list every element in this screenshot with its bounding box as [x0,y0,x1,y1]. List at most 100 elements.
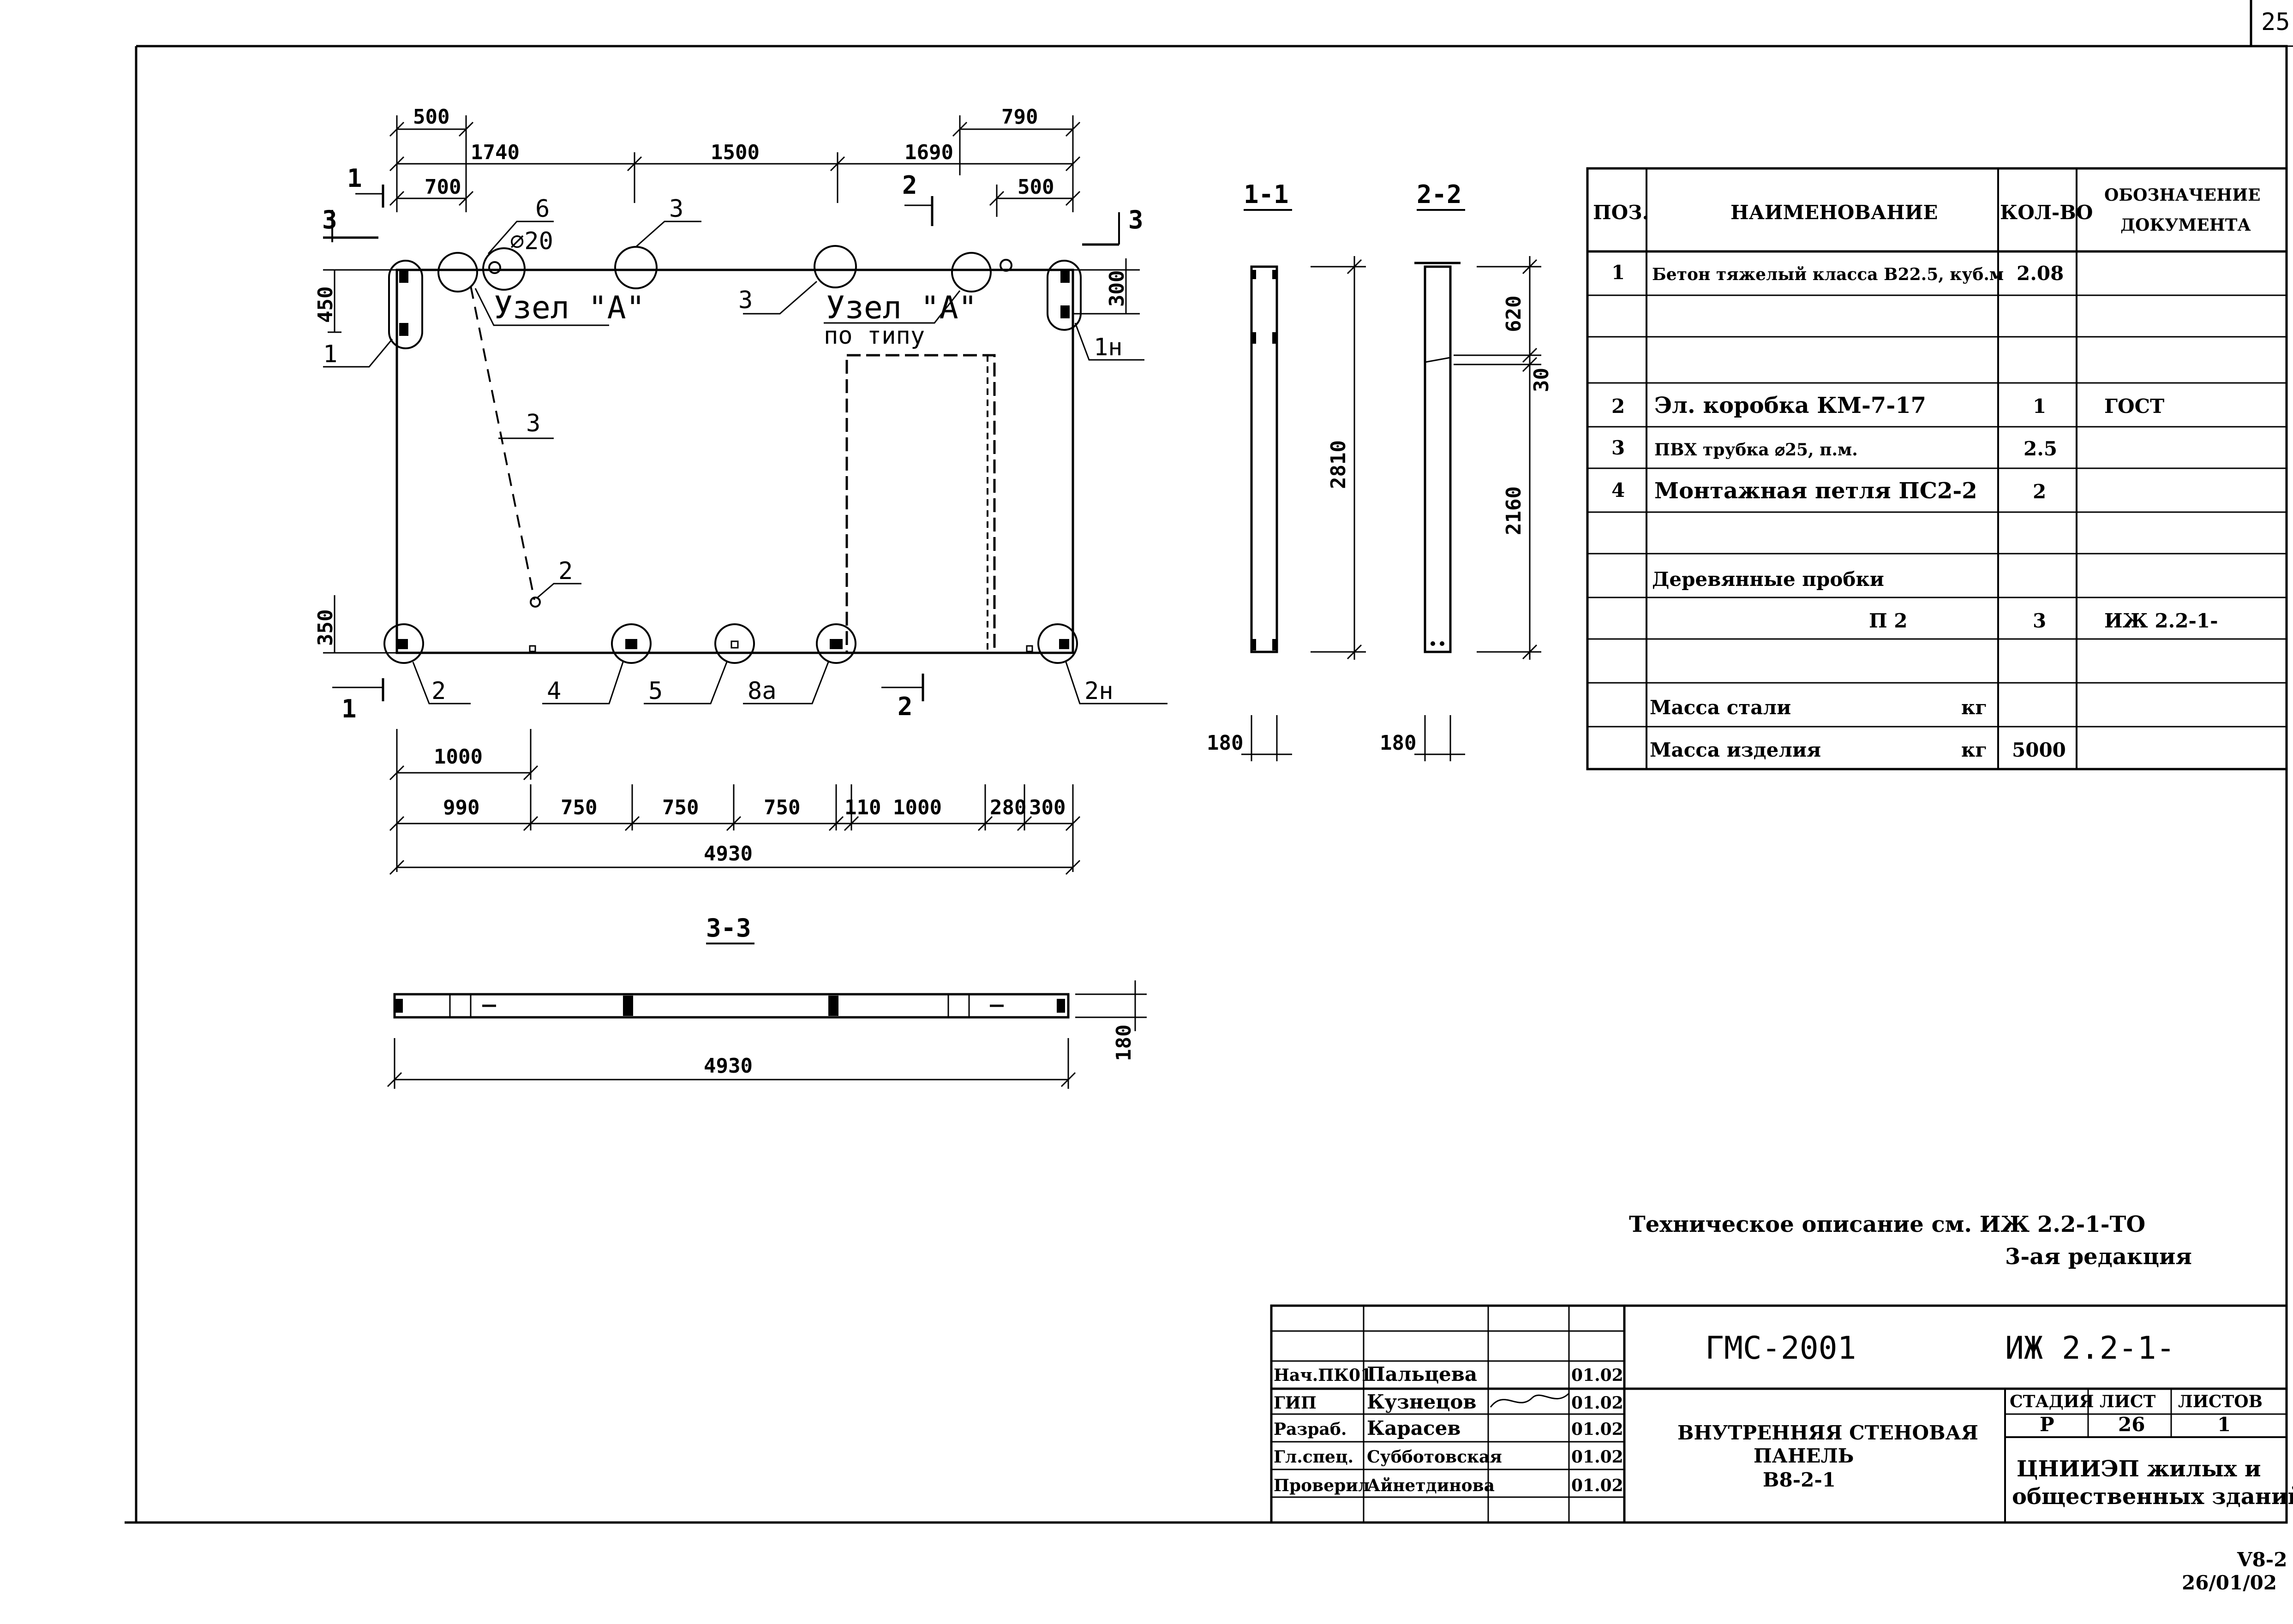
bottom-chain-ticks [389,784,1081,872]
spec-cell-unit: кг [1961,696,1987,719]
spec-cell-qty: 2.5 [2024,437,2057,460]
spec-row: Деревянные пробки [1652,568,1884,591]
section-2-2-thickness: 180 [1380,731,1416,755]
staff-name: Субботовская [1367,1447,1502,1467]
spec-row: Масса изделия кг 5000 [1650,739,2066,761]
section-3-3-thickness: 180 [1112,1025,1136,1061]
section-1-1-thickness: 180 [1207,731,1243,755]
title-line-3: В8-2-1 [1763,1469,1836,1491]
callout-2-bottom: 2 [431,677,446,705]
callout-3-mid: 3 [738,287,753,314]
sheets-header: ЛИСТОВ [2178,1392,2263,1411]
spec-row: 4 Монтажная петля ПС2-2 2 [1611,478,2046,504]
spec-cell-name: П 2 [1869,609,1908,632]
spec-header-doc: ОБОЗНАЧЕНИЕ [2104,185,2261,205]
section-mark-3-right: 3 [1128,205,1144,234]
project-code: ГМС-2001 [1705,1330,1856,1367]
section-mark-2-top: 2 [902,171,917,200]
dim-300-right: 300 [1105,270,1129,307]
spec-cell-name: Деревянные пробки [1652,568,1884,591]
chain-750-c: 750 [764,796,800,819]
callout-1: 1 [323,340,337,368]
dim-500-left: 500 [413,105,449,129]
spec-cell-qty: 2 [2033,480,2046,503]
spec-cell-name: Бетон тяжелый класса В22.5, куб.м [1652,265,2004,284]
staff-role: Нач.ПК01 [1274,1366,1372,1385]
spec-cell-qty: 1 [2033,395,2046,418]
staff-row: ГИП Кузнецов 01.02 [1274,1391,1623,1413]
dim-total-4930: 4930 [704,842,753,866]
section-mark-2-bottom: 2 [898,692,913,721]
spec-cell-name: ПВХ трубка ⌀25, п.м. [1654,440,1858,460]
callout-1n: 1н [1094,334,1123,361]
staff-date: 01.02 [1571,1420,1623,1439]
spec-header-doc-2: ДОКУМЕНТА [2120,215,2251,235]
staff-date: 01.02 [1571,1447,1623,1467]
stamp-line-1: V8-2 [2237,1548,2287,1571]
spec-cell-pos: 2 [1611,395,1625,418]
staff-row: Гл.спец. Субботовская 01.02 [1274,1447,1623,1467]
dim-790: 790 [1001,105,1038,129]
title-block: ГМС-2001 ИЖ 2.2-1- ВНУТРЕННЯЯ СТЕНОВАЯ П… [1270,1304,2293,1524]
dim-350: 350 [314,609,337,646]
spec-cell-pos: 3 [1611,436,1625,459]
spec-table: ПОЗ. НАИМЕНОВАНИЕ КОЛ-ВО ОБОЗНАЧЕНИЕ ДОК… [1586,167,2288,770]
signature [1490,1392,1570,1408]
chain-1000: 1000 [893,796,942,819]
panel-elevation: 500 790 1740 1500 1690 700 500 450 350 3… [314,105,1167,875]
section-2-2-d620: 620 [1502,296,1526,332]
section-mark-1-bottom: 1 [341,694,357,723]
section-views: 1-1 2-2 2810 180 [1207,180,1553,761]
chain-300: 300 [1029,796,1066,819]
staff-date: 01.02 [1571,1393,1623,1413]
chain-280: 280 [990,796,1026,819]
staff-row: Проверил Айнетдинова 01.02 [1274,1476,1623,1495]
spec-header-pos: ПОЗ. [1593,201,1649,224]
sheet-value: 26 [2118,1413,2145,1436]
title-line-1: ВНУТРЕННЯЯ СТЕНОВАЯ [1677,1421,1978,1444]
dim-1000-top: 1000 [434,745,483,769]
door-opening [845,354,996,654]
spec-cell-doc: ГОСТ [2104,395,2164,418]
staff-row: Нач.ПК01 Пальцева 01.02 [1274,1363,1623,1385]
spec-cell-qty: 5000 [2012,739,2066,761]
staff-date: 01.02 [1571,1366,1623,1385]
staff-row: Разраб. Карасев 01.02 [1274,1417,1623,1439]
title-line-2: ПАНЕЛЬ [1754,1445,1854,1467]
spec-cell-unit: кг [1961,739,1987,761]
section-3-3: 3-3 180 4930 [387,914,1147,1089]
sheet-header: ЛИСТ [2100,1392,2156,1411]
section-2-2-title: 2-2 [1417,180,1462,209]
callout-3-conduit: 3 [526,410,540,437]
staff-date: 01.02 [1571,1476,1623,1495]
section-2-2-d30: 30 [1530,368,1553,392]
panel-outline [395,269,1074,654]
section-3-3-title: 3-3 [706,914,751,943]
spec-row: Масса стали кг [1650,696,1987,719]
dim-1690: 1690 [904,141,953,164]
spec-cell-pos: 4 [1611,479,1625,502]
callout-uzel-a-2: Узел "А" [826,290,977,326]
spec-cell-qty: 3 [2033,609,2046,632]
section-mark-3-left: 3 [322,205,337,234]
section-3-3-length: 4930 [704,1054,753,1078]
callout-2-box: 2 [558,557,573,585]
section-1-1-title: 1-1 [1244,180,1289,209]
staff-name: Айнетдинова [1367,1476,1495,1495]
spec-row: П 2 3 ИЖ 2.2-1- [1869,609,2218,632]
chain-750-a: 750 [561,796,597,819]
sheets-value: 1 [2217,1413,2231,1436]
spec-row: 2 Эл. коробка КМ-7-17 1 ГОСТ [1611,393,2164,418]
callout-4: 4 [547,677,561,705]
spec-header-qty: КОЛ-ВО [2000,201,2093,224]
staff-role: Разраб. [1274,1420,1347,1439]
callout-8a: 8а [748,677,777,705]
spec-row: 1 Бетон тяжелый класса В22.5, куб.м 2.08 [1611,261,2064,285]
document-code: ИЖ 2.2-1- [2005,1330,2175,1367]
sheet-frame [125,45,2288,1524]
spec-cell-doc: ИЖ 2.2-1- [2104,609,2218,632]
chain-990: 990 [443,796,479,819]
corner-number: 25 [2261,8,2290,36]
staff-name: Пальцева [1367,1363,1477,1385]
